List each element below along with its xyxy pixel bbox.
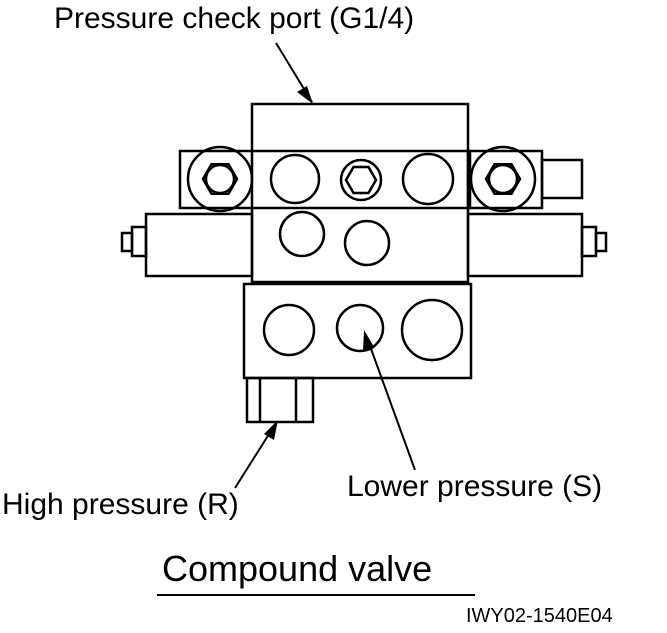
check-port-arrowhead: [297, 86, 313, 104]
left-bolt-center: [204, 163, 236, 195]
figure-code: IWY02-1540E04: [466, 605, 613, 627]
left-bolt-hex-icon: [201, 163, 239, 195]
lower-valve-block: [242, 282, 473, 380]
right-solenoid-pin: [594, 231, 608, 253]
pressure-check-port-label: Pressure check port (G1/4): [54, 2, 415, 35]
bolt-rail: [178, 149, 472, 210]
right-cap-stub: [540, 158, 584, 200]
high-pressure-arrowhead: [264, 420, 278, 440]
right-bolt-hex-icon: [484, 163, 522, 195]
lower-port-left: [262, 303, 316, 357]
right-solenoid-tab: [580, 225, 598, 258]
lower-pressure-arrowhead: [363, 330, 374, 351]
left-solenoid-tab: [130, 225, 148, 258]
title-underline: [157, 594, 475, 596]
lower-port-s: [335, 303, 385, 353]
diagram-title: Compound valve: [162, 548, 433, 589]
right-bolt-head: [469, 145, 537, 213]
middle-port-right: [343, 219, 391, 267]
right-solenoid-housing: [466, 212, 584, 278]
rail-port-center-nut: [339, 158, 383, 202]
left-bolt-head: [186, 145, 254, 213]
middle-port-left: [278, 210, 326, 258]
center-hex-nut-icon: [344, 165, 378, 195]
rail-port-right: [401, 152, 455, 206]
lower-pressure-leader: [365, 334, 416, 471]
high-pressure-label: High pressure (R): [2, 488, 239, 521]
left-solenoid-pin: [120, 231, 134, 253]
high-pressure-fitting: [245, 376, 315, 424]
lower-pressure-label: Lower pressure (S): [347, 470, 603, 503]
rail-port-left: [269, 153, 321, 205]
right-bolt-center: [487, 163, 519, 195]
left-solenoid-housing: [144, 212, 254, 278]
lower-port-right: [400, 298, 464, 362]
